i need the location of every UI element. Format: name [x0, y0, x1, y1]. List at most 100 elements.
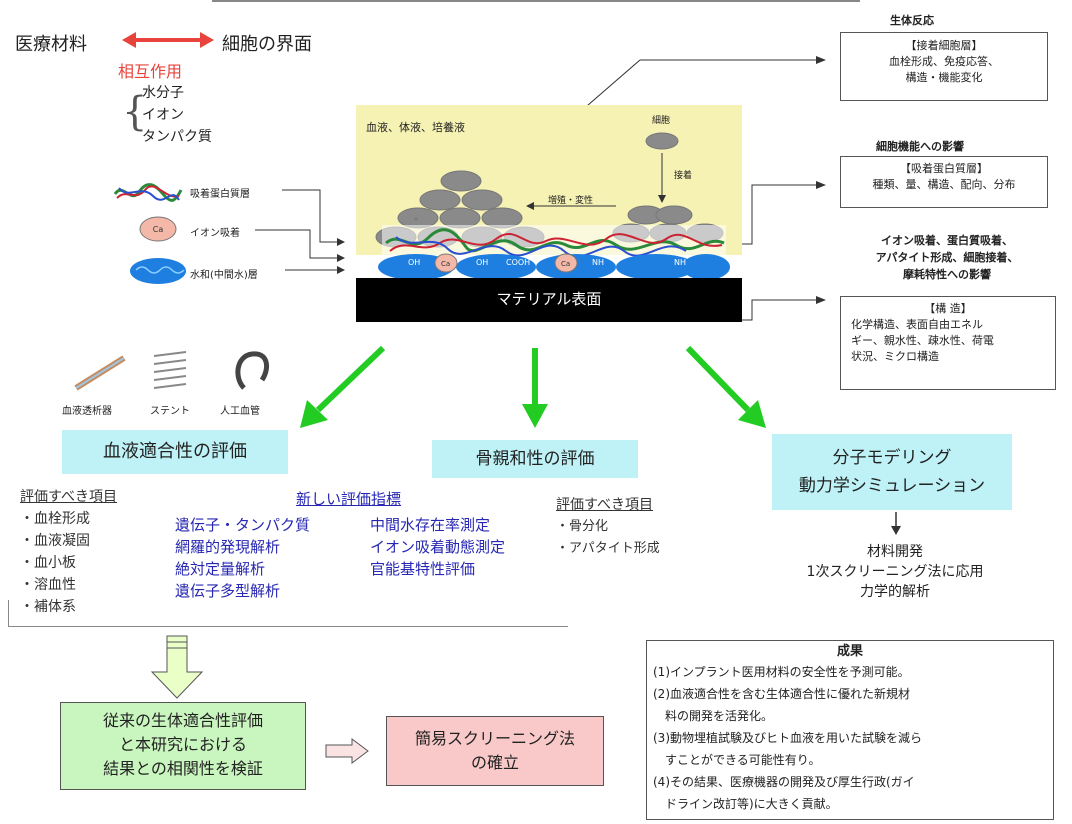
device-label-dialyzer: 血液透析器	[62, 406, 112, 417]
result-item: (2)血液適合性を含む生体適合性に優れた新規材	[653, 687, 910, 701]
results-title: 成果	[836, 644, 863, 659]
adhesion-label: 接着	[674, 171, 693, 181]
material-label: 医療材料	[15, 34, 87, 55]
new-index-item: 官能基特性評価	[370, 560, 476, 578]
mol-result-line: 材料開発	[867, 544, 923, 560]
hollow-down-arrow	[150, 635, 204, 699]
cell-function-title: 細胞機能への影響	[876, 140, 964, 153]
device-label-vessel: 人工血管	[220, 406, 260, 417]
mol-result: 材料開発 1次スクリーニング法に応用 力学的解析	[770, 542, 1020, 602]
bone-item: ・骨分化	[556, 519, 609, 534]
svg-text:NH: NH	[674, 258, 686, 267]
cell-label: 細胞	[652, 116, 671, 126]
new-index-item: 網羅的発現解析	[175, 538, 281, 556]
svg-text:OH: OH	[408, 258, 420, 267]
mol-result-line: 力学的解析	[860, 584, 930, 600]
effect-line2: アパタイト形成、細胞接着、	[875, 251, 1019, 264]
bio-box-line2: 血栓形成、免疫応答、	[889, 55, 999, 68]
blood-item: ・溶血性	[20, 577, 76, 593]
result-item: (3)動物埋植試験及びヒト血液を用いた試験を減ら	[653, 731, 922, 745]
screen-line: の確立	[470, 753, 519, 772]
protein-layer-label: 吸着蛋白質層	[190, 189, 250, 200]
fluid-label: 血液、体液、培養液	[366, 121, 465, 134]
svg-text:NH: NH	[592, 258, 604, 267]
new-index-item: 絶対定量解析	[175, 560, 266, 578]
dialyzer-icon	[74, 355, 126, 391]
material-surface	[356, 278, 742, 322]
device-label-stent: ステント	[150, 406, 190, 417]
structure-box-line3: ギー、親水性、疎水性、荷電	[851, 334, 994, 347]
new-index-item: 中間水存在率測定	[370, 516, 491, 534]
mol-line1: 分子モデリング	[832, 448, 952, 468]
protein-layer-icon	[113, 183, 183, 202]
hollow-right-arrow	[325, 738, 369, 764]
bio-response-title: 生体反応	[890, 14, 934, 27]
ion-icon: Ca	[139, 216, 177, 242]
effect-line3: 摩耗特性への影響	[903, 268, 991, 281]
bone-eval-label: 骨親和性の評価	[432, 440, 638, 478]
proliferation-label: 増殖・変性	[548, 196, 594, 206]
result-item: ドライン改訂等)に大きく貢献。	[653, 797, 838, 811]
effect-title: イオン吸着、蛋白質吸着、 アパタイト形成、細胞接着、 摩耗特性への影響	[842, 232, 1052, 283]
bio-box-line1: 【接着細胞層】	[905, 39, 983, 52]
new-indices-col2: 中間水存在率測定 イオン吸着動態測定 官能基特性評価	[370, 514, 505, 580]
screening-box: 簡易スクリーニング法 の確立	[386, 716, 604, 786]
brace-icon: {	[122, 89, 148, 135]
mol-line2: 動力学シミュレーション	[798, 476, 986, 496]
svg-text:Ca: Ca	[561, 260, 570, 268]
results-box: 成果 (1)インプラント医用材料の安全性を予測可能。 (2)血液適合性を含む生体…	[646, 640, 1054, 820]
blood-item: ・補体系	[20, 599, 76, 615]
double-arrow-icon	[122, 32, 214, 48]
new-indices-col1: 遺伝子・タンパク質 網羅的発現解析 絶対定量解析 遺伝子多型解析	[175, 514, 310, 602]
cells-drawing: OH Ca OH COOH Ca NH NH	[375, 132, 730, 280]
blood-item: ・血液凝固	[20, 533, 90, 549]
structure-box-line4: 状況、ミクロ構造	[851, 350, 939, 363]
adsorbed-protein-box: 【吸着蛋白質層】 種類、量、構造、配向、分布	[840, 156, 1048, 208]
item-water: 水分子	[142, 85, 184, 101]
bone-items: 評価すべき項目 ・骨分化 ・アパタイト形成	[556, 494, 660, 560]
effect-line1: イオン吸着、蛋白質吸着、	[881, 234, 1013, 247]
structure-box-title: 【構 造】	[924, 302, 972, 315]
new-index-item: 遺伝子多型解析	[175, 582, 281, 600]
water-layer-icon	[130, 258, 186, 284]
cell-interface-label: 細胞の界面	[222, 34, 312, 55]
blood-items-title: 評価すべき項目	[20, 489, 118, 505]
bio-box-line3: 構造・機能変化	[905, 71, 983, 84]
bone-item: ・アパタイト形成	[556, 541, 660, 556]
structure-box-line2: 化学構造、表面自由エネル	[851, 318, 983, 331]
bone-items-title: 評価すべき項目	[556, 497, 654, 513]
top-divider	[212, 0, 860, 2]
result-item: 料の開発を活発化。	[653, 709, 774, 723]
verify-line: 従来の生体適合性評価	[102, 711, 263, 730]
blood-item: ・血小板	[20, 555, 76, 571]
left-bracket-vertical	[8, 600, 9, 626]
new-index-item: 遺伝子・タンパク質	[175, 516, 311, 534]
item-protein: タンパク質	[142, 129, 212, 145]
result-item: (1)インプラント医用材料の安全性を予測可能。	[653, 665, 910, 679]
verification-box: 従来の生体適合性評価 と本研究における 結果との相関性を検証	[60, 702, 306, 790]
verify-line: 結果との相関性を検証	[103, 759, 263, 778]
protein-box-line2: 種類、量、構造、配向、分布	[872, 178, 1016, 191]
mol-down-arrow	[891, 512, 901, 535]
svg-text:Ca: Ca	[441, 260, 450, 268]
mol-result-line: 1次スクリーニング法に応用	[806, 564, 984, 580]
blood-items: 評価すべき項目 ・血栓形成 ・血液凝固 ・血小板 ・溶血性 ・補体系	[20, 486, 117, 618]
structure-box: 【構 造】 化学構造、表面自由エネル ギー、親水性、疎水性、荷電 状況、ミクロ構…	[840, 296, 1056, 390]
ion-adsorption-label: イオン吸着	[190, 228, 240, 239]
svg-text:COOH: COOH	[506, 258, 530, 267]
bio-response-box: 【接着細胞層】 血栓形成、免疫応答、 構造・機能変化	[840, 32, 1048, 101]
blood-item: ・血栓形成	[20, 511, 90, 527]
stent-icon	[153, 351, 187, 389]
left-bracket-line	[8, 626, 568, 627]
verify-line: と本研究における	[118, 735, 247, 754]
artificial-vessel-icon	[235, 351, 270, 390]
protein-box-line1: 【吸着蛋白質層】	[900, 162, 988, 175]
molecular-modeling-label: 分子モデリング 動力学シミュレーション	[772, 434, 1012, 510]
result-item: すことができる可能性有り。	[653, 753, 821, 767]
screen-line: 簡易スクリーニング法	[414, 729, 575, 748]
new-indices-title: 新しい評価指標	[296, 490, 402, 508]
interaction-label: 相互作用	[118, 62, 183, 81]
blood-eval-label: 血液適合性の評価	[62, 430, 288, 474]
item-ion: イオン	[142, 107, 184, 123]
